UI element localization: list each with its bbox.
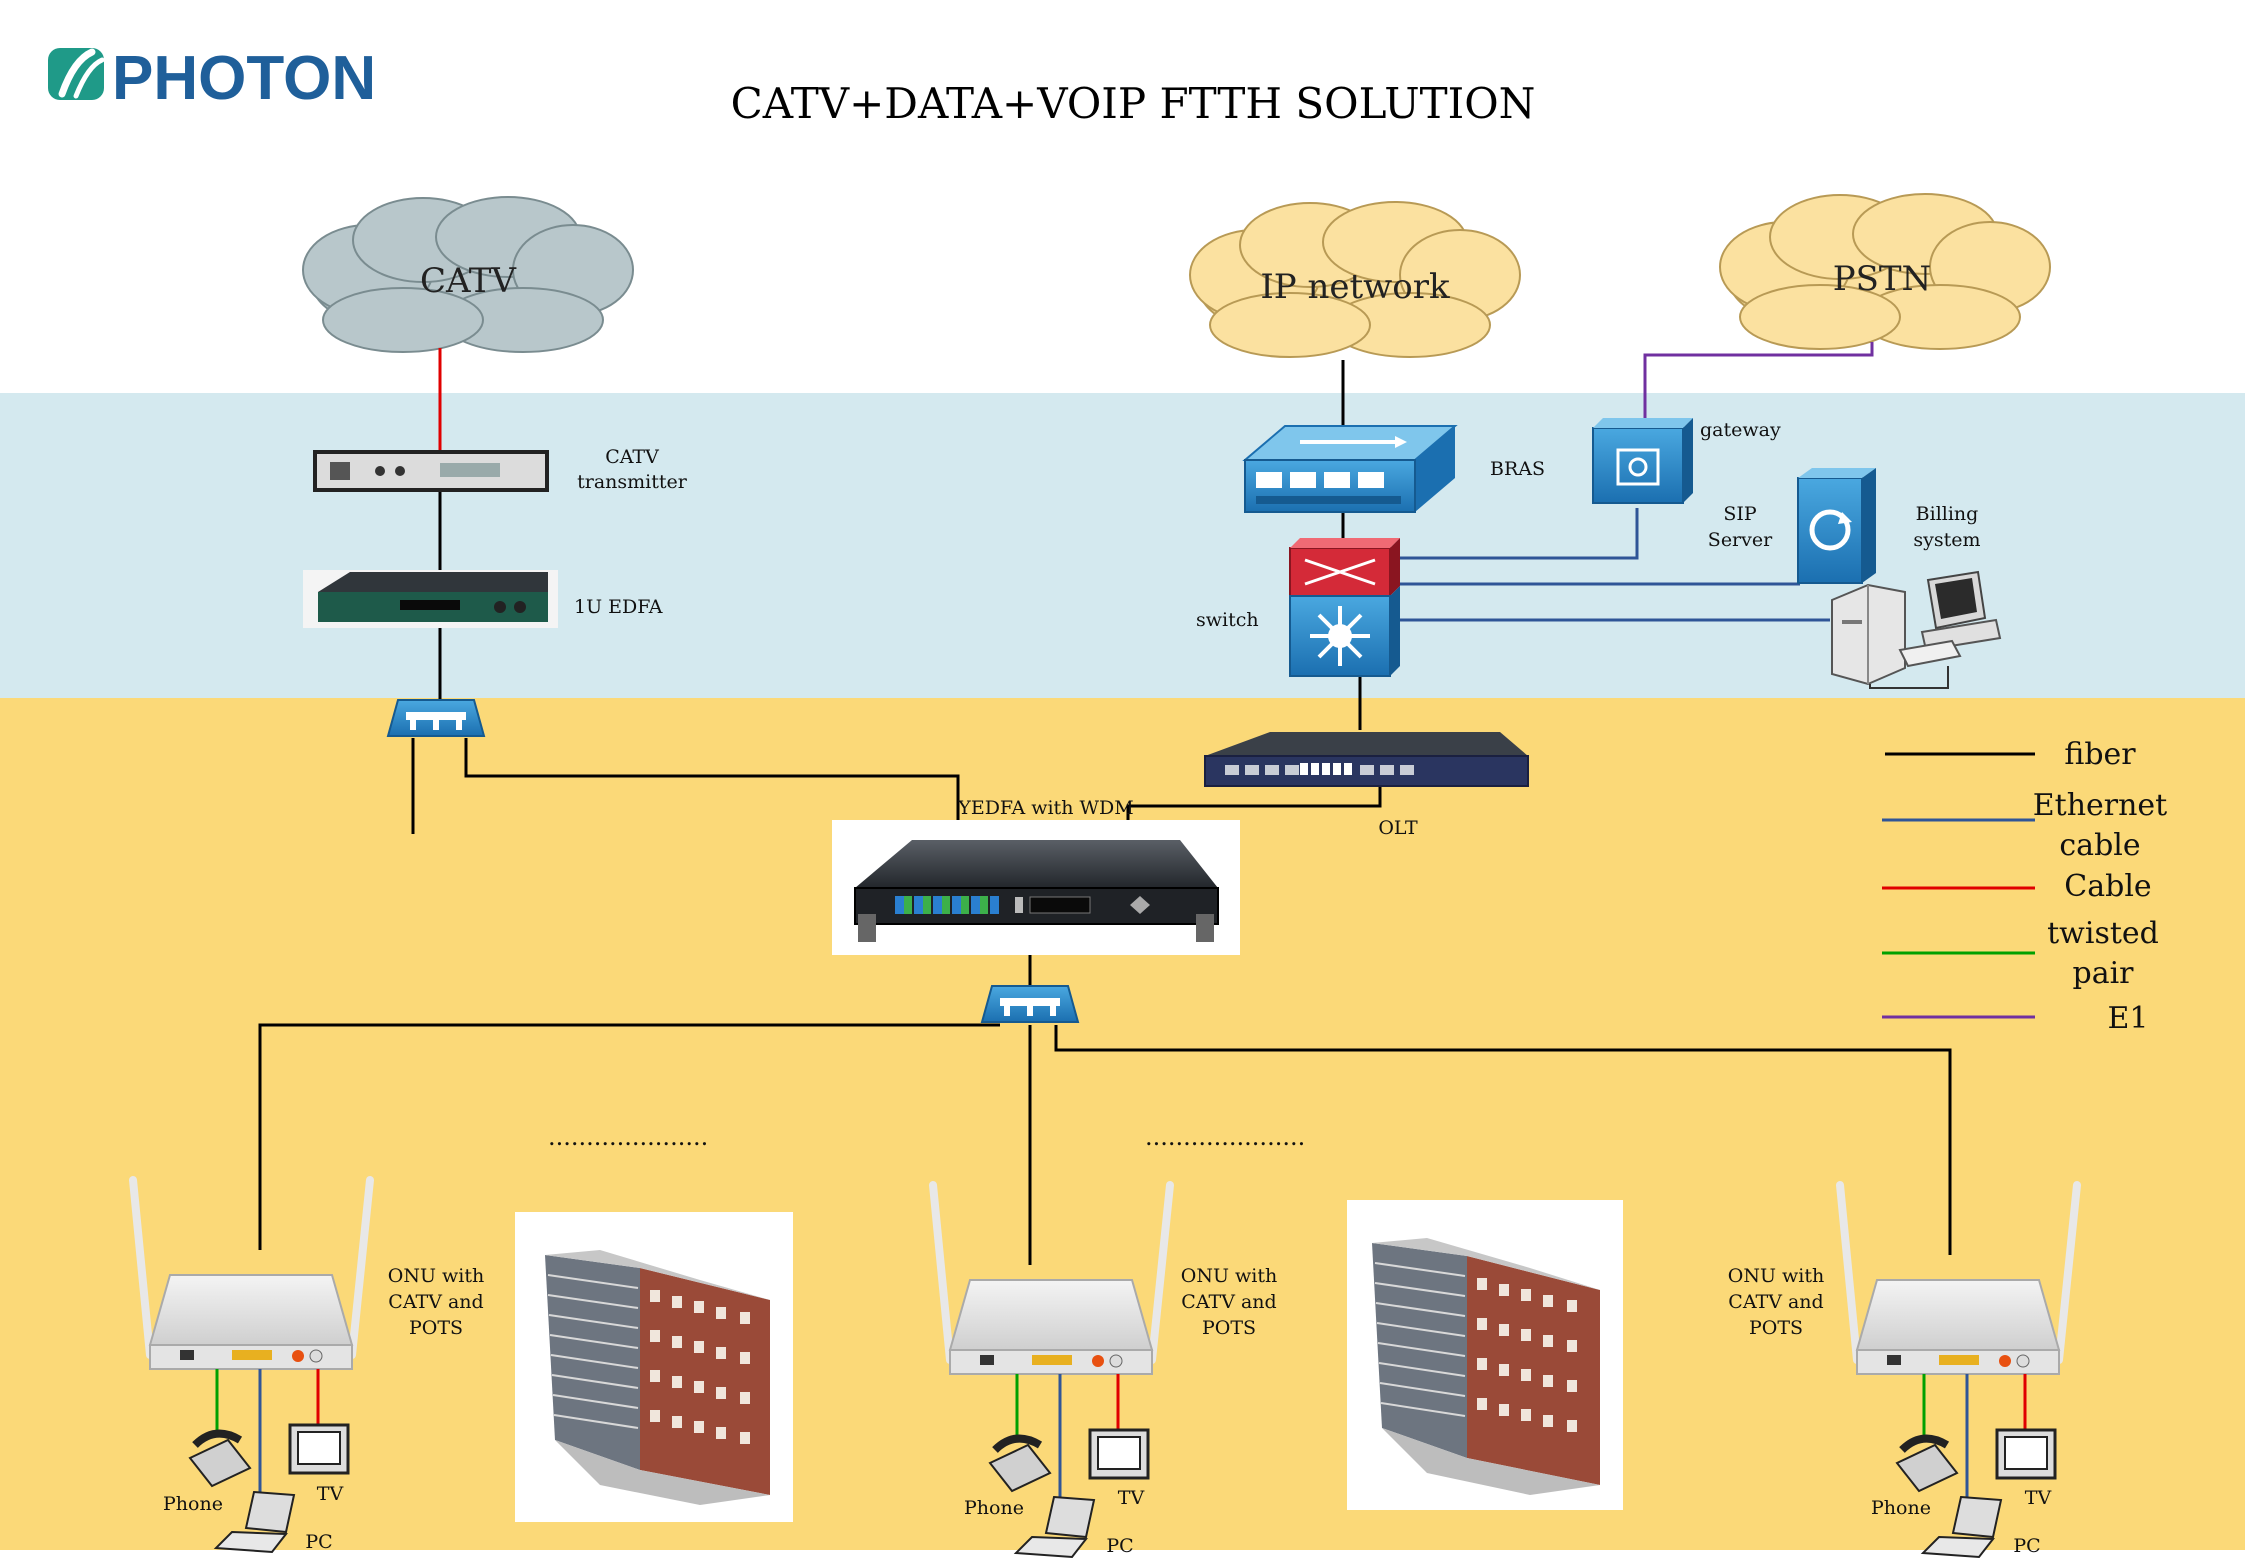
pc-label: PC [1106,1535,1133,1557]
legend-cable-label: Cable [2064,869,2151,904]
phone-icon [188,1429,252,1488]
bras-label: BRAS [1490,458,1545,480]
onu-label-line2: CATV and [1728,1291,1823,1313]
sip-server-label-line2: Server [1708,529,1773,551]
tv-icon [288,1423,350,1475]
phone-icon [988,1434,1052,1493]
gateway-device [1592,418,1693,504]
gateway-label: gateway [1700,419,1781,441]
onu-device [1836,1181,2081,1375]
legend-twisted-pair-label-line1: twisted [2047,916,2159,951]
legend-ethernet-label-line1: Ethernet [2033,788,2168,823]
apartment-building-image-right [1347,1200,1623,1510]
tv-label: TV [2025,1487,2052,1509]
catv-splitter-icon [386,699,486,737]
sip-server-device [1797,468,1876,584]
catv-cloud-label: CATV [420,261,517,301]
photon-logo: PHOTON [48,44,376,113]
catv-transmitter-label-line1: CATV [605,446,659,468]
tv-label: TV [317,1483,344,1505]
legend-ethernet-label-line2: cable [2059,828,2140,863]
billing-system-label-line2: system [1913,529,1980,551]
onu-group-2: Phone TV PC ONU with CATV and POTS [929,1181,1277,1559]
yedfa-device [854,840,1219,942]
catv-transmitter-device [313,450,549,492]
onu-group-1: Phone TV PC ONU with CATV and POTS [129,1176,484,1554]
logo-brand-text: PHOTON [112,44,376,113]
phone-icon [1895,1434,1959,1493]
legend-e1-label: E1 [2108,1001,2149,1036]
tv-icon [1995,1428,2057,1480]
sip-server-label-line1: SIP [1723,503,1757,525]
pc-label: PC [305,1531,332,1553]
edfa-label: 1U EDFA [574,596,663,618]
onu-device [929,1181,1174,1375]
pstn-cloud-label: PSTN [1833,259,1932,299]
more-onus-dots-left: ..................... [548,1123,708,1151]
phone-label: Phone [1871,1497,1931,1519]
apartment-building-image-left [515,1212,793,1522]
switch-label: switch [1196,609,1259,631]
onu-device [129,1176,374,1370]
edfa-device [303,570,558,628]
ip-network-cloud-label: IP network [1260,267,1450,307]
phone-label: Phone [163,1493,223,1515]
billing-system-label-line1: Billing [1916,503,1979,525]
onu-label-line1: ONU with [1181,1265,1277,1287]
onu-label-line1: ONU with [388,1265,484,1287]
switch-device [1289,538,1400,677]
bras-device [1242,425,1458,513]
page-title: CATV+DATA+VOIP FTTH SOLUTION [731,79,1536,128]
pon-splitter-icon [980,985,1080,1023]
onu-label-line3: POTS [1749,1317,1803,1339]
phone-label: Phone [964,1497,1024,1519]
pc-icon [213,1490,296,1554]
catv-transmitter-label-line2: transmitter [577,471,688,493]
onu-group-3: Phone TV PC ONU with CATV and POTS [1728,1181,2081,1559]
yedfa-label: YEDFA with WDM [957,797,1133,819]
tv-icon [1088,1428,1150,1480]
onu-label-line2: CATV and [388,1291,483,1313]
pc-icon [1013,1495,1096,1559]
onu-label-line3: POTS [409,1317,463,1339]
onu-label-line3: POTS [1202,1317,1256,1339]
legend: fiber Ethernet cable Cable twisted pair … [1882,737,2167,1036]
billing-computer-device [1831,570,2002,689]
onu-label-line2: CATV and [1181,1291,1276,1313]
olt-label: OLT [1378,817,1418,839]
onu-label-line1: ONU with [1728,1265,1824,1287]
legend-fiber-label: fiber [2064,737,2136,772]
more-onus-dots-right: ..................... [1145,1123,1305,1151]
legend-twisted-pair-label-line2: pair [2072,956,2134,991]
olt-device [1204,732,1529,787]
pc-label: PC [2013,1535,2040,1557]
tv-label: TV [1118,1487,1145,1509]
pc-icon [1920,1495,2003,1559]
